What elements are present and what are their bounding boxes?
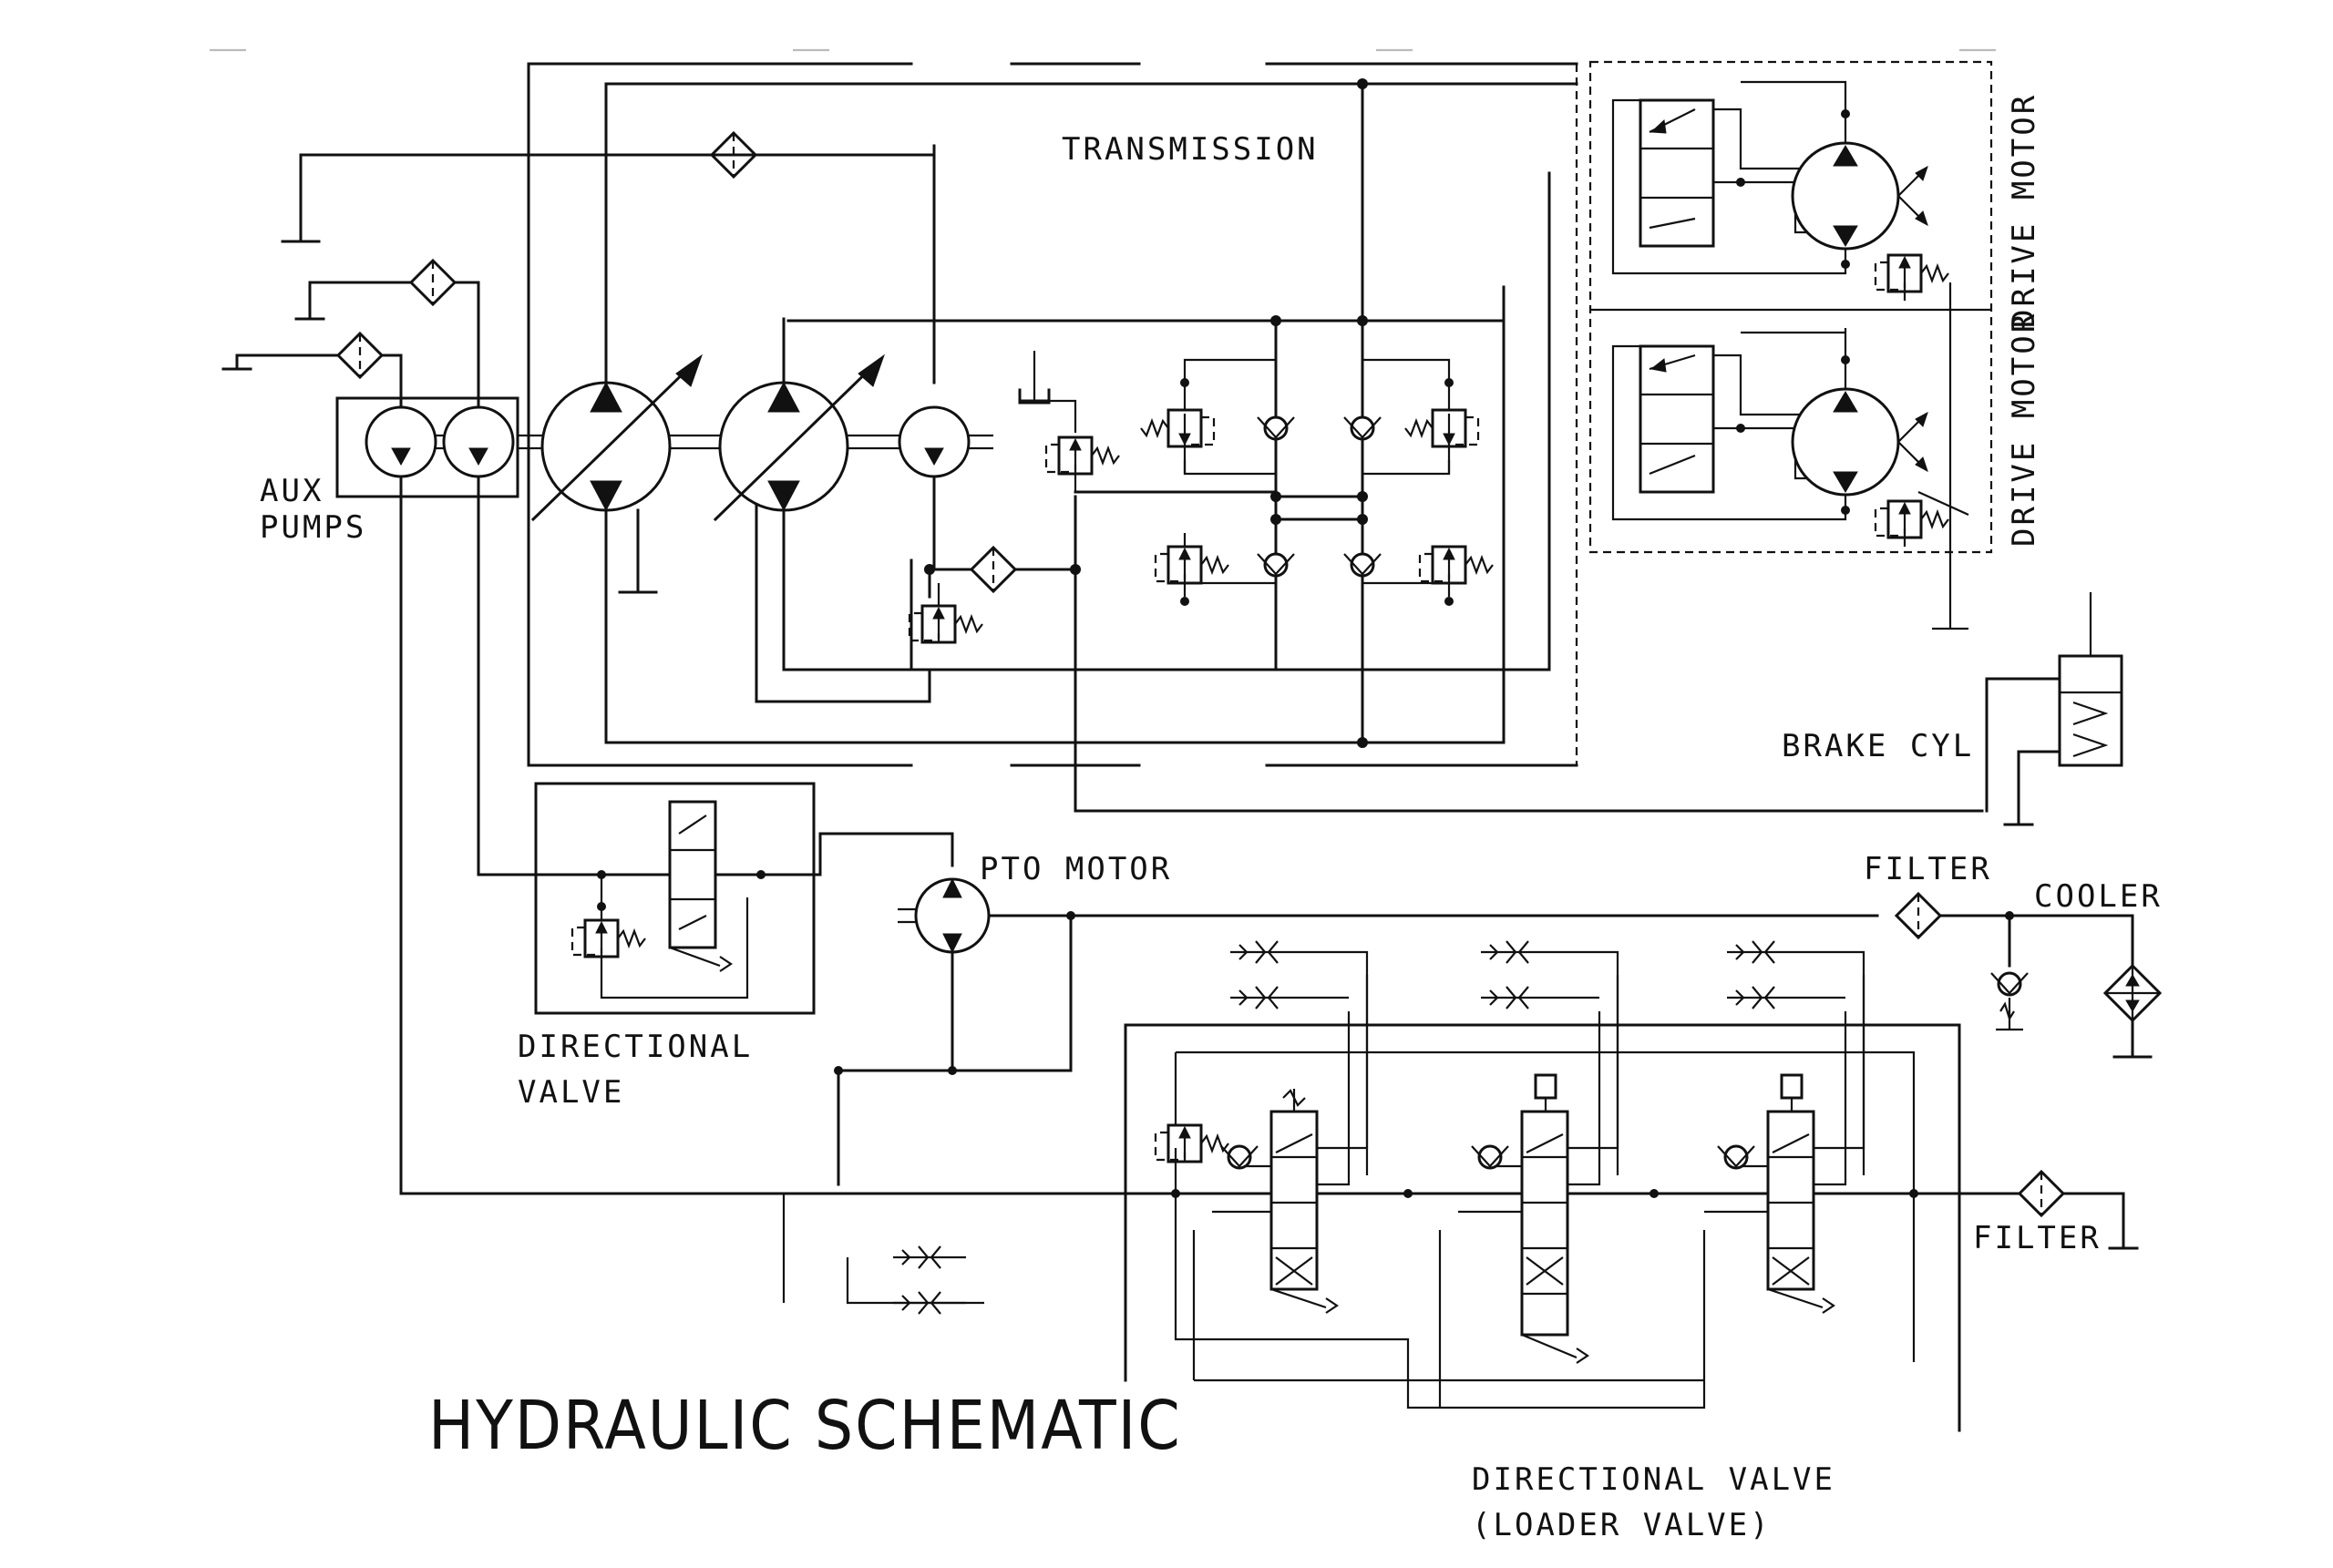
label-directional-valve-2: VALVE [518, 1074, 624, 1111]
cooler-symbol [2102, 963, 2163, 1059]
label-cooler: COOLER [2034, 878, 2163, 915]
drive-motor-upper [1611, 80, 1950, 301]
aux-pumps [221, 281, 1123, 1195]
label-drive-motor-upper: DRIVE MOTOR [2006, 93, 2042, 328]
main-pump-1 [530, 354, 703, 594]
directional-valve-left [534, 782, 954, 1015]
return-line-cooler [1938, 914, 2134, 968]
label-brake-cyl: BRAKE CYL [1782, 728, 1974, 764]
transmission-lines [527, 64, 1984, 813]
drive-shafts [518, 434, 899, 450]
label-aux-pumps-1: AUX [260, 473, 324, 509]
transmission-enclosure [527, 62, 1578, 767]
cooler-bypass-check [1989, 911, 2030, 1031]
label-loader-valve-2: (LOADER VALVE) [1472, 1507, 1772, 1543]
charge-filter [970, 546, 1017, 593]
drive-motor-enclosure [1588, 60, 1993, 554]
label-transmission: TRANSMISSION [1062, 131, 1319, 168]
filter-upper-symbol [1895, 892, 1942, 939]
pto-motor [834, 877, 1879, 1186]
transmission-relief-valves [908, 351, 1495, 644]
label-pto-motor: PTO MOTOR [980, 851, 1172, 887]
loader-valve-block [782, 1023, 2020, 1432]
label-directional-valve-1: DIRECTIONAL [518, 1029, 753, 1065]
filter-lower-symbol [2018, 1170, 2065, 1217]
loader-tank-gallery [1174, 1148, 1706, 1409]
loader-spool-1 [1154, 939, 1369, 1380]
main-pump-2 [713, 354, 885, 522]
aux-suction-filter-1 [336, 332, 384, 379]
label-aux-pumps-2: PUMPS [260, 509, 366, 546]
loader-spool-2 [1438, 939, 1619, 1408]
label-filter-upper: FILTER [1864, 851, 1992, 887]
loader-spool-3 [1702, 939, 1865, 1362]
drive-motor-lower [1611, 282, 1969, 630]
return-to-tank [2061, 1192, 2139, 1250]
suction-line-1 [281, 153, 936, 243]
diagram-title: HYDRAULIC SCHEMATIC [428, 1387, 1182, 1465]
charge-pump [898, 405, 993, 571]
label-drive-motor-lower: DRIVE MOTOR [2006, 312, 2042, 547]
label-filter-lower: FILTER [1973, 1220, 2102, 1256]
label-loader-valve-1: DIRECTIONAL VALVE [1472, 1461, 1835, 1498]
aux-suction-filter-2 [409, 259, 457, 306]
brake-cylinder [1985, 592, 2123, 826]
